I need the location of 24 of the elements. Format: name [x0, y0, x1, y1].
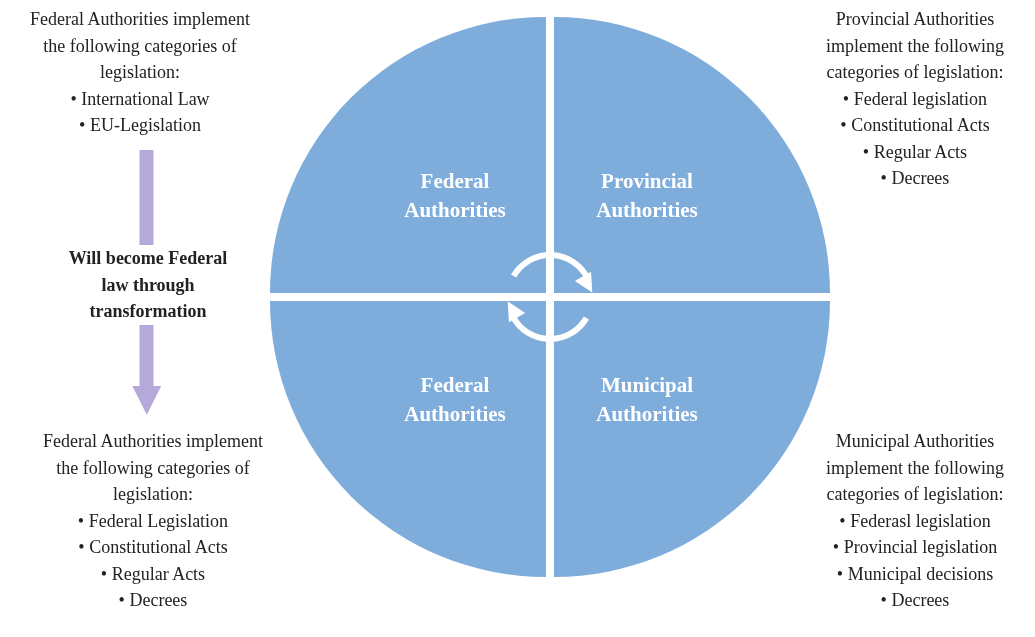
quadrant-label: Provincial Authorities [595, 168, 699, 224]
list-item: • Municipal decisions [835, 562, 995, 586]
list-item: • Federal Legislation [76, 509, 230, 533]
list-item: • Regular Acts [861, 140, 969, 164]
heading-text: Provincial Authorities implement the following categories of legislation: [825, 8, 1005, 84]
list-item: • Regular Acts [99, 562, 207, 586]
heading-text: Municipal Authorities implement the following categories of legislation: [825, 430, 1005, 506]
list-item: • Constitutional Acts [77, 536, 229, 559]
heading-text: Federal Authorities implement the following categories of legislation: [29, 8, 251, 84]
list-item: • Decrees [879, 167, 951, 190]
quadrant-label: Municipal Authorities [595, 372, 699, 428]
list-item: • Decrees [117, 589, 189, 612]
list-item: • Provincial legislation [831, 536, 999, 559]
list-item: • Decrees [879, 589, 951, 612]
list-item: • Constitutional Acts [839, 114, 991, 137]
curved-arrow [506, 301, 589, 342]
list-item: • EU-Legislation [78, 114, 202, 137]
list-item: • International Law [69, 87, 211, 111]
quadrant-label: Federal Authorities [403, 168, 507, 224]
list-item: • Federasl legislation [838, 509, 992, 533]
list-item: • Federal legislation [841, 87, 989, 111]
quadrant-label: Federal Authorities [403, 372, 507, 428]
heading-text: Federal Authorities implement the following categories of legislation: [42, 430, 264, 506]
curved-arrow [511, 252, 594, 293]
